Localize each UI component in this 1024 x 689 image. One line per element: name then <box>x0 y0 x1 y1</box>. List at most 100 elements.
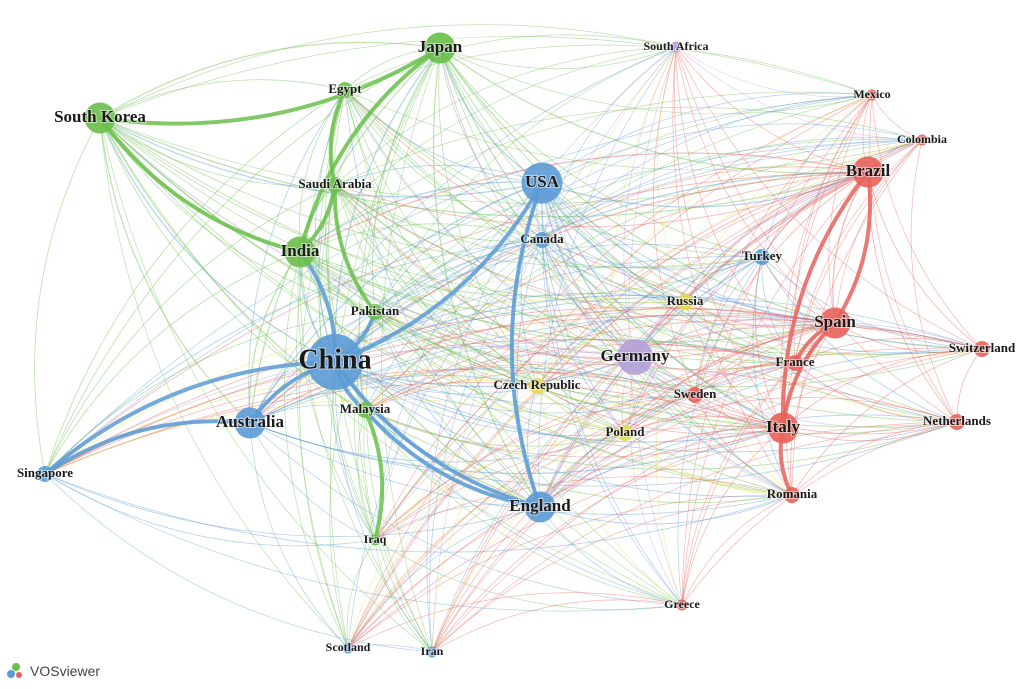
node-label-australia: Australia <box>216 412 285 431</box>
link-india-netherlands <box>299 251 958 428</box>
node-france[interactable] <box>787 355 803 371</box>
link-south-africa-sweden <box>653 46 696 396</box>
node-spain[interactable] <box>819 307 851 339</box>
node-turkey[interactable] <box>754 249 770 265</box>
link-egypt-netherlands <box>344 89 958 423</box>
link-mexico-china <box>334 94 873 363</box>
link-russia-netherlands <box>684 301 958 423</box>
link-romania-greece <box>681 494 793 606</box>
node-label-italy: Italy <box>766 417 801 436</box>
link-france-sweden <box>694 362 796 396</box>
node-germany[interactable] <box>617 339 653 375</box>
strong-link-spain-brazil <box>833 171 873 325</box>
node-mexico[interactable] <box>866 89 878 101</box>
link-south-africa-england <box>538 46 677 508</box>
strong-link-japan-india <box>298 46 442 253</box>
node-south-korea[interactable] <box>84 102 116 134</box>
link-switzerland-netherlands <box>956 348 983 423</box>
node-iraq[interactable] <box>369 534 381 546</box>
link-japan-canada <box>439 47 543 241</box>
link-mexico-scotland <box>347 94 873 649</box>
link-switzerland-scotland <box>347 348 983 649</box>
link-usa-poland <box>541 182 626 434</box>
node-label-japan: Japan <box>418 37 463 56</box>
link-switzerland-malaysia <box>364 319 983 411</box>
link-japan-south-africa <box>439 46 677 70</box>
link-turkey-netherlands <box>761 256 958 423</box>
link-brazil-czech-republic <box>536 171 869 387</box>
node-romania[interactable] <box>784 487 800 503</box>
link-japan-england <box>433 47 541 508</box>
link-france-england <box>539 362 796 508</box>
node-russia[interactable] <box>677 294 693 310</box>
link-germany-greece <box>629 356 683 606</box>
node-italy[interactable] <box>767 412 799 444</box>
link-egypt-india <box>298 89 346 253</box>
node-england[interactable] <box>524 491 556 523</box>
link-usa-switzerland <box>541 182 983 350</box>
node-egypt[interactable] <box>337 82 353 98</box>
link-canada-sweden <box>541 239 696 396</box>
node-sweden[interactable] <box>687 387 703 403</box>
node-australia[interactable] <box>234 407 266 439</box>
node-label-usa: USA <box>525 172 560 191</box>
link-japan-romania <box>439 47 793 496</box>
link-russia-romania <box>684 301 793 496</box>
link-colombia-malaysia <box>364 139 923 411</box>
link-brazil-china <box>334 171 869 363</box>
link-south-korea-saudi-arabia <box>99 117 336 187</box>
edges-layer <box>34 24 983 653</box>
link-mexico-poland <box>624 94 873 434</box>
node-switzerland[interactable] <box>974 341 990 357</box>
node-china[interactable] <box>307 334 363 390</box>
link-south-africa-saudi-arabia <box>334 46 677 186</box>
link-mexico-egypt <box>344 44 873 96</box>
link-usa-india <box>299 181 543 253</box>
node-malaysia[interactable] <box>357 402 373 418</box>
node-czech-republic[interactable] <box>529 378 545 394</box>
link-spain-iran <box>431 322 836 653</box>
link-usa-france <box>541 182 796 364</box>
link-south-africa-egypt <box>344 34 677 91</box>
link-turkey-iraq <box>374 256 763 541</box>
link-india-czech-republic <box>299 251 538 387</box>
link-brazil-turkey <box>761 171 869 258</box>
node-greece[interactable] <box>676 599 688 611</box>
link-singapore-greece <box>44 473 683 612</box>
node-singapore[interactable] <box>37 466 53 482</box>
node-saudi-arabia[interactable] <box>327 177 343 193</box>
node-japan[interactable] <box>424 32 456 64</box>
node-colombia[interactable] <box>916 134 928 146</box>
node-iran[interactable] <box>426 646 438 658</box>
link-brazil-singapore <box>44 171 869 475</box>
link-russia-sweden <box>680 301 696 396</box>
link-brazil-india <box>299 152 869 253</box>
node-label-saudi-arabia: Saudi Arabia <box>298 176 372 191</box>
node-label-iraq: Iraq <box>364 532 387 546</box>
node-south-africa[interactable] <box>670 41 682 53</box>
node-canada[interactable] <box>534 232 550 248</box>
node-india[interactable] <box>284 236 316 268</box>
link-brazil-malaysia <box>364 171 869 411</box>
node-scotland[interactable] <box>342 642 354 654</box>
link-south-korea-colombia <box>99 117 923 204</box>
link-turkey-switzerland <box>761 256 983 350</box>
node-usa[interactable] <box>521 162 563 204</box>
link-usa-sweden <box>541 182 696 396</box>
link-netherlands-scotland <box>347 421 958 649</box>
node-pakistan[interactable] <box>367 304 383 320</box>
node-netherlands[interactable] <box>949 414 965 430</box>
link-turkey-iran <box>431 256 763 653</box>
node-label-south-korea: South Korea <box>54 107 146 126</box>
link-mexico-netherlands <box>869 94 958 423</box>
node-label-colombia: Colombia <box>897 132 947 146</box>
link-australia-italy <box>249 422 784 475</box>
link-malaysia-greece <box>364 409 683 606</box>
link-canada-france <box>541 239 796 364</box>
link-scotland-iran <box>347 644 433 653</box>
link-czech-republic-italy <box>536 385 784 435</box>
node-poland[interactable] <box>617 425 633 441</box>
link-poland-singapore <box>44 398 626 475</box>
node-brazil[interactable] <box>852 156 884 188</box>
